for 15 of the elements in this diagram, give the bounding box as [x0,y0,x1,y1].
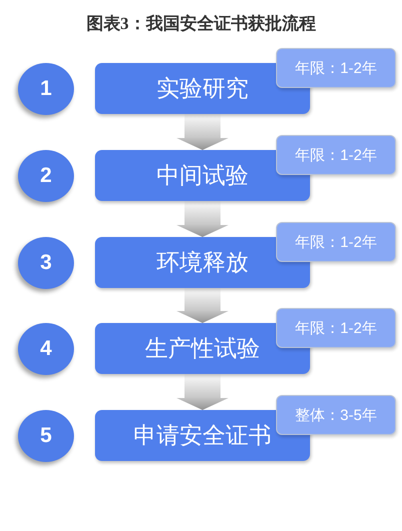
arrow [176,201,228,237]
duration-tag: 整体：3-5年 [276,395,396,435]
duration-tag: 年限：1-2年 [276,308,396,348]
chart-title: 图表3：我国安全证书获批流程 [86,13,316,35]
number-circle: 3 [18,237,74,289]
number-circle: 4 [18,323,74,375]
number-circle: 5 [18,410,74,462]
duration-tag: 年限：1-2年 [276,135,396,175]
number-circle: 2 [18,150,74,202]
duration-tag: 年限：1-2年 [276,222,396,262]
arrow [176,374,228,410]
arrow [176,114,228,150]
arrow [176,288,228,323]
duration-tag: 年限：1-2年 [276,48,396,88]
number-circle: 1 [18,63,74,115]
